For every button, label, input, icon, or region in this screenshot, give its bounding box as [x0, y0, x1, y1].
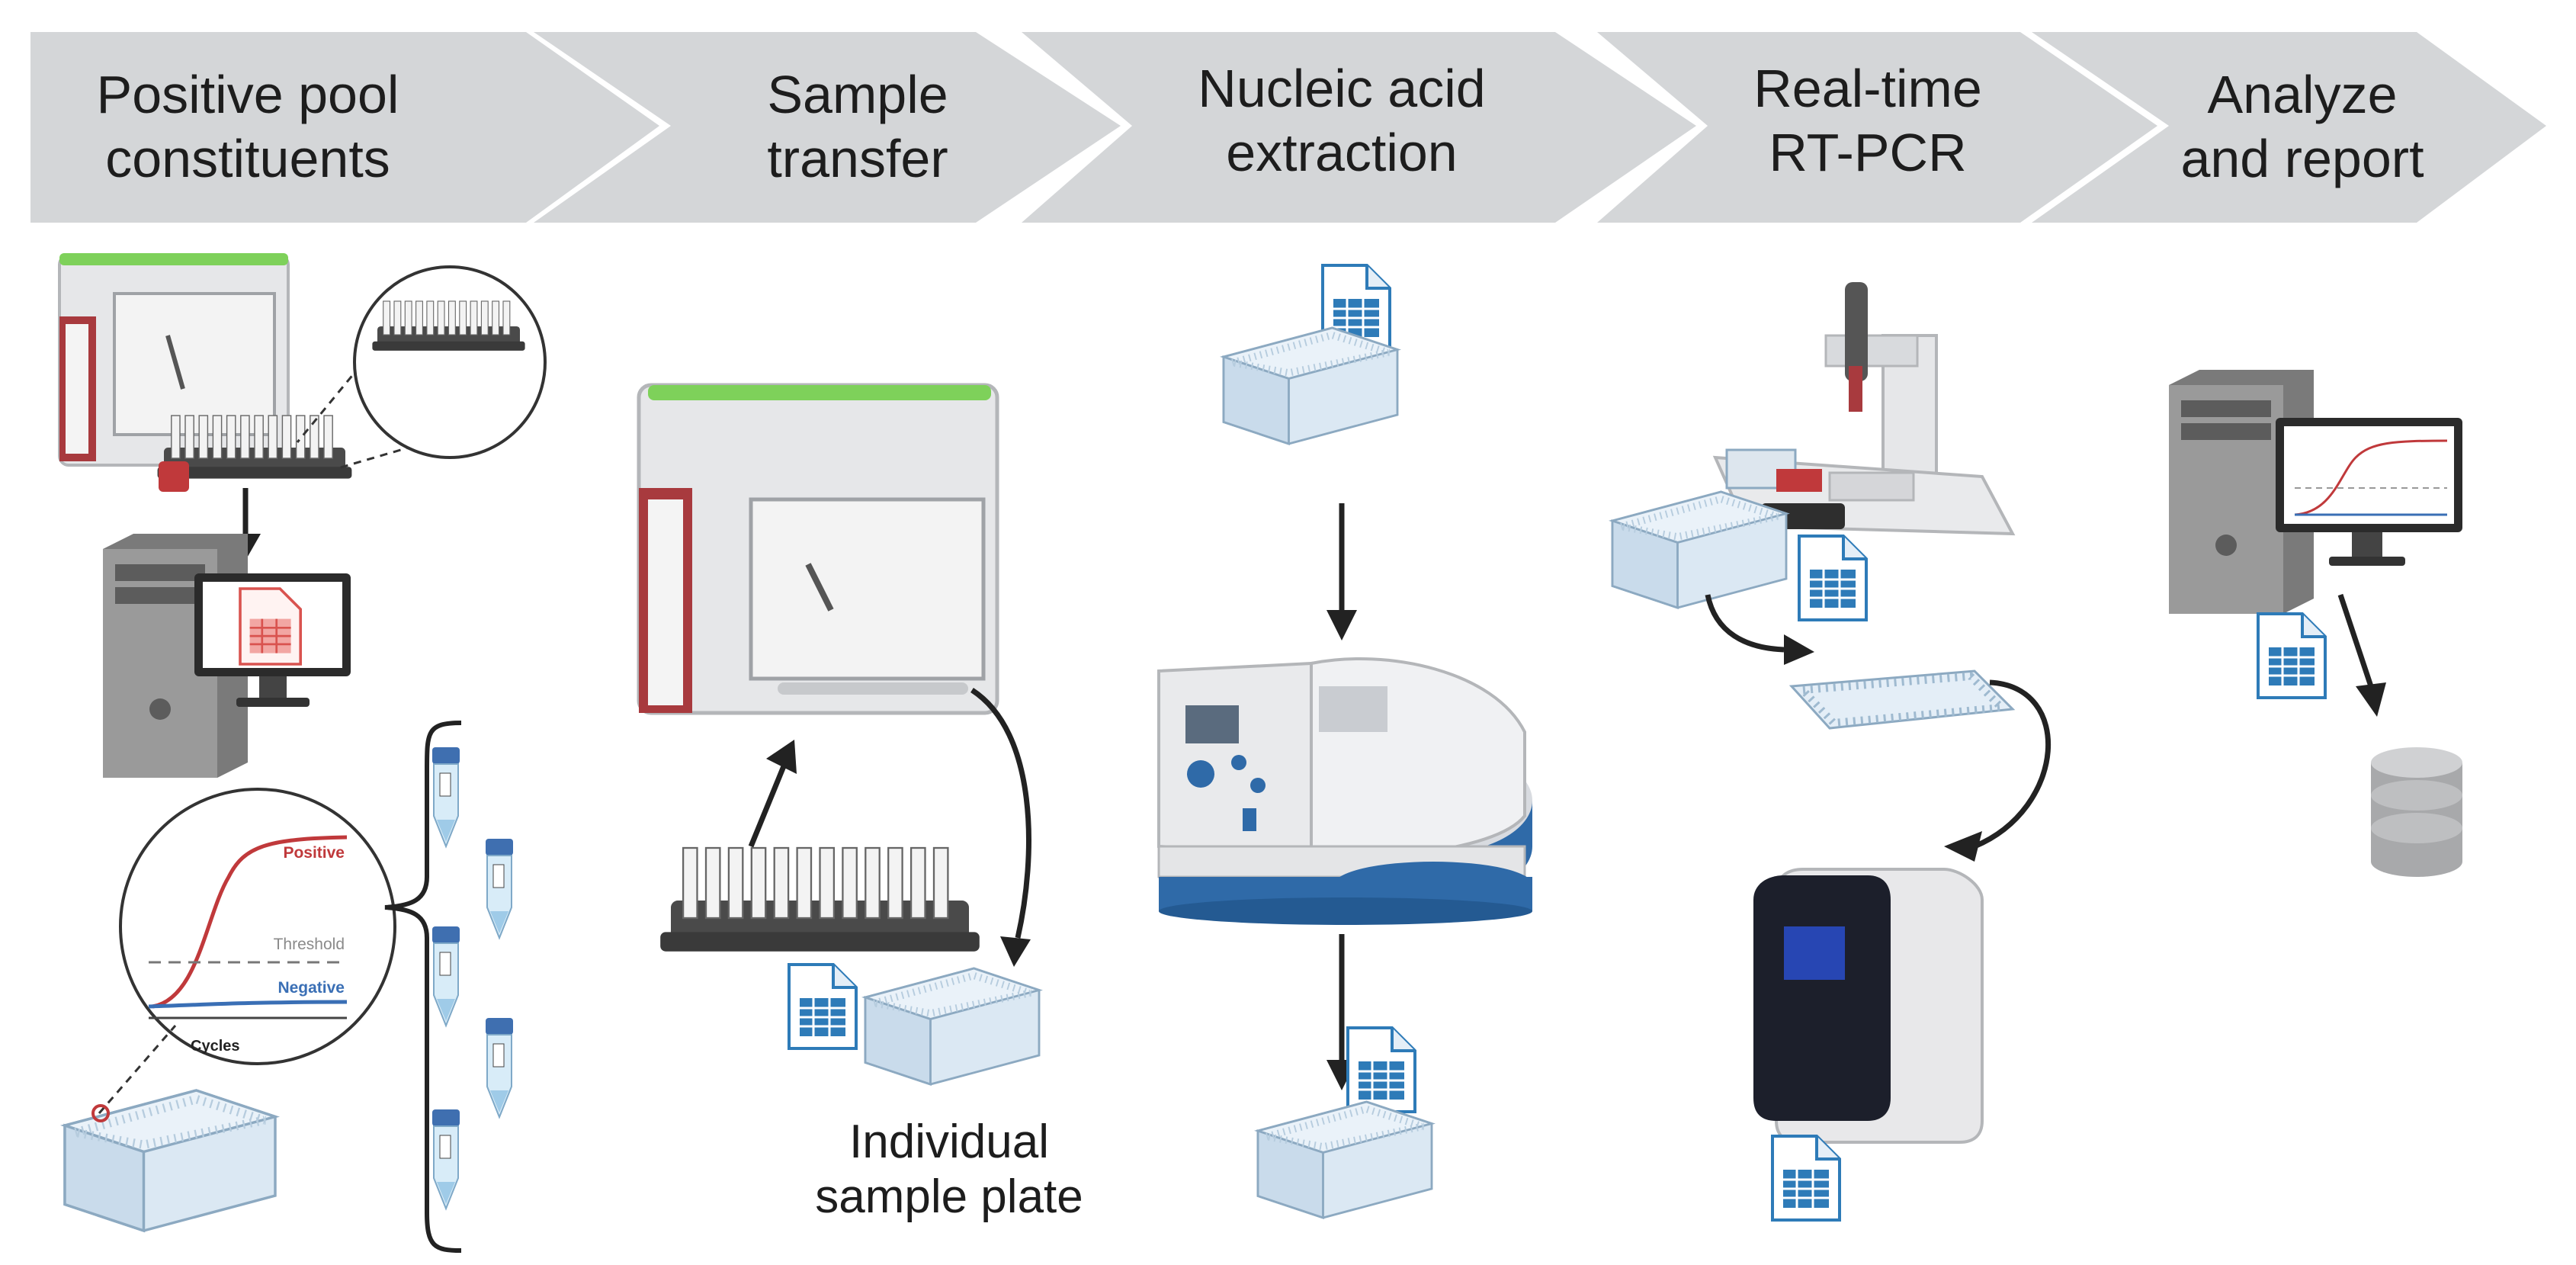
spreadsheet-icon — [1798, 535, 1868, 621]
tube-rack-icon — [659, 846, 980, 952]
bracket — [384, 721, 462, 1253]
flow-arrow — [2337, 593, 2374, 688]
stage-title-line2: extraction — [1226, 123, 1457, 182]
stage-title-line1: Analyze — [2207, 65, 2397, 124]
flow-arrow — [1705, 594, 1785, 653]
negative-label: Negative — [277, 979, 345, 997]
stage-titles: Positive pool constituents Sample transf… — [97, 59, 2424, 188]
rack-handle — [159, 461, 189, 492]
sample-plate-label-line1: Individual — [849, 1116, 1049, 1168]
sample-plate-label: Individual sample plate — [815, 1116, 1083, 1223]
x-axis-label: Cycles — [191, 1038, 240, 1055]
pipetting-robot-icon — [1712, 282, 2016, 536]
liquid-handler-icon — [58, 253, 290, 467]
spreadsheet-icon — [1346, 1026, 1416, 1113]
deep-well-plate-icon — [65, 1090, 275, 1231]
flow-arrow — [748, 761, 788, 848]
stage-title-line2: and report — [2180, 129, 2424, 188]
plot-callout-line — [98, 1025, 177, 1114]
spreadsheet-icon — [2257, 612, 2327, 699]
positive-label: Positive — [283, 844, 345, 862]
sample-plate-label-line2: sample plate — [815, 1170, 1083, 1223]
spreadsheet-icon — [1771, 1135, 1841, 1222]
stage-chevron — [30, 32, 659, 223]
stage-chevron — [534, 32, 1121, 223]
stage-title-line1: Nucleic acid — [1198, 59, 1485, 118]
deep-well-plate-icon — [1258, 1102, 1432, 1218]
stage-chevron — [1597, 32, 2157, 223]
database-icon — [2371, 747, 2462, 877]
stage-title-line1: Sample — [767, 65, 948, 124]
deep-well-plate-icon — [865, 968, 1039, 1084]
pcr-plate-icon — [1788, 669, 2016, 730]
flow-arrow — [1973, 679, 2051, 849]
sample-tube-icon — [431, 926, 460, 1026]
threshold-label: Threshold — [274, 936, 345, 953]
stage-chevron — [2032, 32, 2546, 223]
zoom-callout — [296, 265, 547, 470]
liquid-handler-icon — [637, 383, 999, 715]
qpcr-instrument-icon — [1753, 868, 1984, 1144]
computer-icon — [2169, 370, 2462, 614]
stage-title-line2: RT-PCR — [1769, 123, 1966, 182]
stage-title-line1: Positive pool — [97, 65, 399, 124]
spreadsheet-icon — [788, 963, 858, 1050]
stage-title-line2: transfer — [767, 129, 948, 188]
deep-well-plate-icon — [1612, 492, 1786, 608]
stage-title-line2: constituents — [105, 129, 390, 188]
amplification-plot-icon: Positive Threshold Negative Cycles — [119, 788, 396, 1065]
deep-well-plate-icon — [1224, 328, 1397, 444]
stage-banner — [30, 32, 2546, 223]
computer-icon — [103, 534, 351, 778]
pdf-document-icon — [239, 587, 303, 666]
stage-title-line1: Real-time — [1753, 59, 1982, 118]
nucleic-acid-extractor-icon — [1157, 657, 1532, 925]
stage-chevron — [1022, 32, 1696, 223]
flow-arrow — [970, 688, 1031, 939]
sample-tube-icon — [431, 746, 460, 847]
sample-tube-icon — [431, 1109, 460, 1209]
sample-tube-icon — [485, 838, 514, 939]
sample-tube-icon — [485, 1017, 514, 1118]
